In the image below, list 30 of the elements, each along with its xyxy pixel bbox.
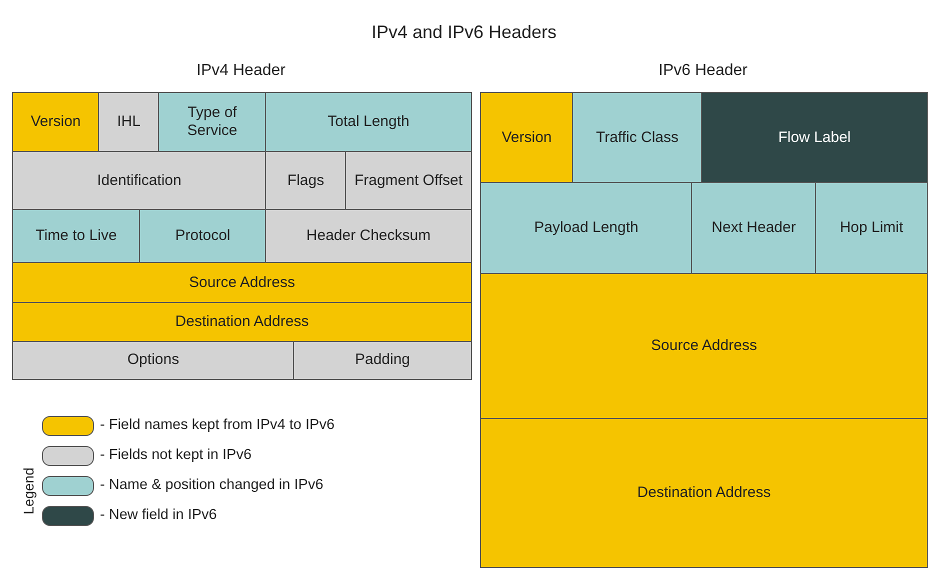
header-field: Protocol (139, 209, 266, 264)
header-field: Header Checksum (265, 209, 472, 264)
table-heading: IPv6 Header (658, 62, 748, 80)
header-field: Fragment Offset (345, 151, 472, 210)
diagram-title: IPv4 and IPv6 Headers (370, 22, 558, 43)
legend-text: - New field in IPv6 (100, 507, 217, 523)
legend-text: - Fields not kept in IPv6 (100, 447, 252, 463)
header-field: Identification (12, 151, 266, 210)
header-field: Version (480, 92, 574, 184)
legend-text: - Name & position changed in IPv6 (100, 477, 324, 493)
header-field: Traffic Class (572, 92, 702, 184)
header-field: Next Header (691, 182, 816, 274)
header-field: Hop Limit (815, 182, 928, 274)
header-field: Padding (293, 341, 472, 380)
header-field: Version (12, 92, 100, 152)
header-field: Destination Address (12, 302, 472, 342)
table-heading: IPv4 Header (196, 62, 286, 80)
header-field: Payload Length (480, 182, 692, 274)
header-field: IHL (98, 92, 160, 152)
header-field: Options (12, 341, 294, 380)
header-field: Flags (265, 151, 346, 210)
header-field: Source Address (480, 273, 928, 420)
legend-text: - Field names kept from IPv4 to IPv6 (100, 417, 335, 433)
header-field: Total Length (265, 92, 472, 152)
header-field: Source Address (12, 262, 472, 304)
legend-heading: Legend (20, 468, 36, 514)
header-field: Destination Address (480, 418, 928, 568)
header-field: Flow Label (701, 92, 928, 184)
header-field: Type of Service (158, 92, 266, 152)
header-field: Time to Live (12, 209, 140, 264)
